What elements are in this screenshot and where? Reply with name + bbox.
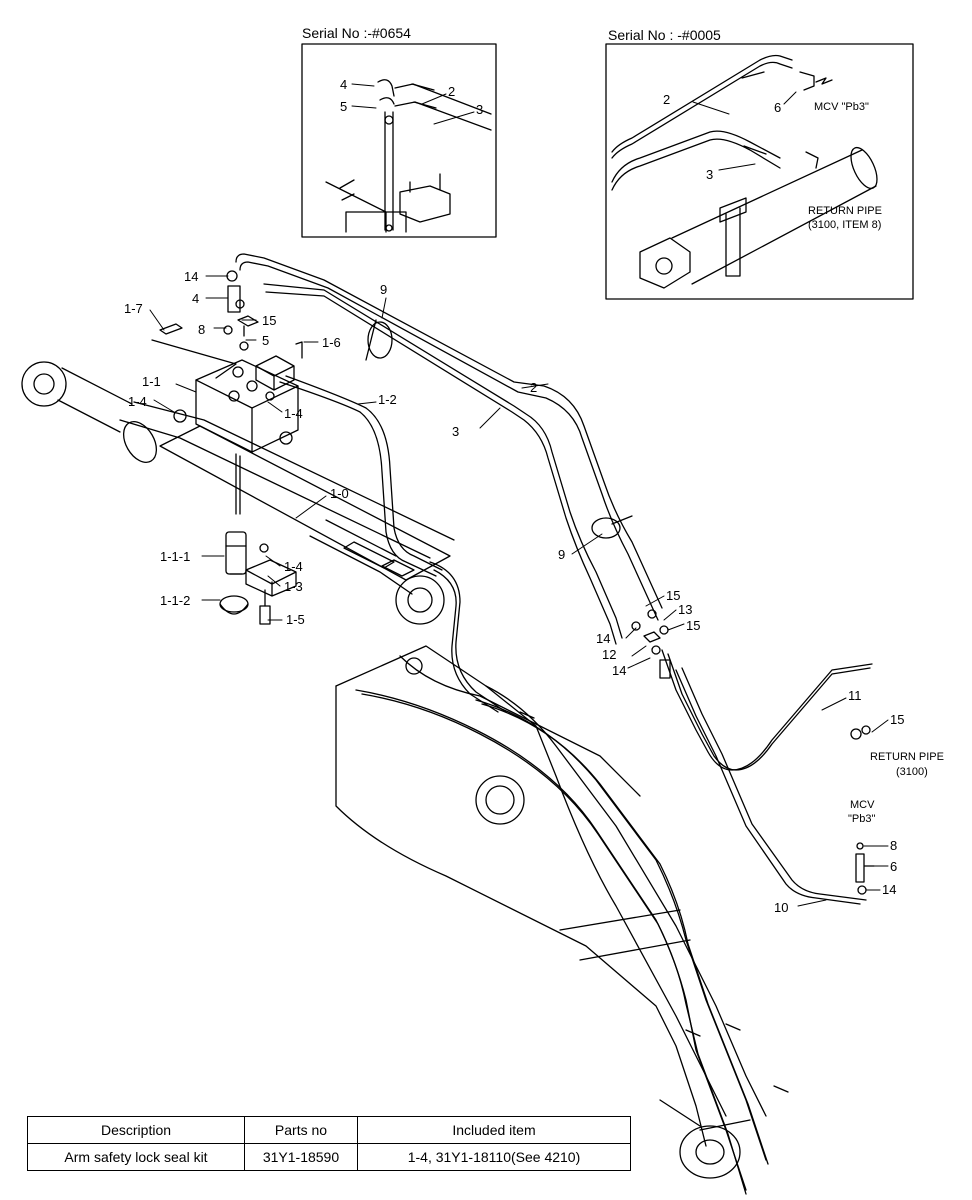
inset-left-title: Serial No :-#0654: [302, 25, 411, 41]
table-header-row: Description Parts no Included item: [27, 1116, 631, 1144]
label-14-mid-upper: 14: [596, 631, 610, 646]
label-9-mid: 9: [558, 547, 565, 562]
inset-right-label-6: 6: [774, 100, 781, 115]
leader-lines: [149, 83, 889, 907]
mcv-line2: "Pb3": [848, 813, 875, 825]
label-14-top: 14: [184, 269, 198, 284]
header-included-item: Included item: [357, 1116, 631, 1144]
label-1-1-2: 1-1-2: [160, 593, 190, 608]
inset-right-return-pipe-2: (3100, ITEM 8): [808, 219, 881, 231]
label-13: 13: [678, 602, 692, 617]
inset-left-frame: [301, 43, 497, 238]
label-10: 10: [774, 900, 788, 915]
label-8-right: 8: [890, 838, 897, 853]
label-15-mid-lower: 15: [686, 618, 700, 633]
inset-right-return-pipe-1: RETURN PIPE: [808, 205, 882, 217]
label-2-main: 2: [530, 380, 537, 395]
header-description: Description: [27, 1116, 245, 1144]
inset-left-label-4: 4: [340, 77, 347, 92]
label-1-0: 1-0: [330, 486, 349, 501]
inset-right-label-2: 2: [663, 92, 670, 107]
label-14-right: 14: [882, 882, 896, 897]
label-5-main: 5: [262, 333, 269, 348]
clamp-9: [365, 319, 633, 539]
fitting-stack: [151, 270, 259, 379]
return-pipe-line2: (3100): [896, 766, 928, 778]
label-8-top: 8: [198, 322, 205, 337]
label-15-mid-upper: 15: [666, 588, 680, 603]
parts-table: Description Parts no Included item Arm s…: [27, 1116, 631, 1171]
label-15-right: 15: [890, 712, 904, 727]
label-1-3: 1-3: [284, 579, 303, 594]
label-1-1: 1-1: [142, 374, 161, 389]
middle-fittings: [631, 609, 671, 679]
inset-right-mcv: MCV "Pb3": [814, 101, 869, 113]
hose-2-3: [235, 253, 663, 645]
hose-10-11: [661, 649, 873, 905]
cell-parts-no: 31Y1-18590: [244, 1143, 358, 1171]
label-15-top: 15: [262, 313, 276, 328]
cell-description: Arm safety lock seal kit: [27, 1143, 245, 1171]
inset-right-label-3: 3: [706, 167, 713, 182]
boom: [335, 645, 767, 1179]
lower-parts: [219, 531, 297, 625]
label-1-5: 1-5: [286, 612, 305, 627]
boom-hoses: [355, 689, 789, 1195]
arm-cylinder: [21, 361, 455, 625]
inset-left-drawing: [325, 79, 492, 233]
label-3-main: 3: [452, 424, 459, 439]
cell-included-item: 1-4, 31Y1-18110(See 4210): [357, 1143, 631, 1171]
hose-1-2: [255, 341, 507, 713]
safety-valve-block: [173, 359, 299, 515]
label-1-2: 1-2: [378, 392, 397, 407]
label-1-4-right: 1-4: [284, 406, 303, 421]
label-1-4-lower: 1-4: [284, 559, 303, 574]
inset-right-drawing: [611, 54, 878, 289]
return-pipe-line1: RETURN PIPE: [870, 751, 944, 763]
label-1-7: 1-7: [124, 301, 143, 316]
label-1-4-left: 1-4: [128, 394, 147, 409]
label-12: 12: [602, 647, 616, 662]
inset-left-label-2: 2: [448, 84, 455, 99]
mcv-line1: MCV: [850, 799, 875, 811]
table-row: Arm safety lock seal kit 31Y1-18590 1-4,…: [27, 1143, 631, 1171]
label-1-1-1: 1-1-1: [160, 549, 190, 564]
inset-left-label-5: 5: [340, 99, 347, 114]
label-6-right: 6: [890, 859, 897, 874]
inset-right-title: Serial No : -#0005: [608, 27, 721, 43]
label-14-mid-lower: 14: [612, 663, 626, 678]
label-4-main: 4: [192, 291, 199, 306]
inset-left-label-3: 3: [476, 102, 483, 117]
inset-right-frame: [605, 43, 914, 300]
label-11: 11: [848, 688, 862, 703]
label-9-top: 9: [380, 282, 387, 297]
label-1-6: 1-6: [322, 335, 341, 350]
header-parts-no: Parts no: [244, 1116, 358, 1144]
